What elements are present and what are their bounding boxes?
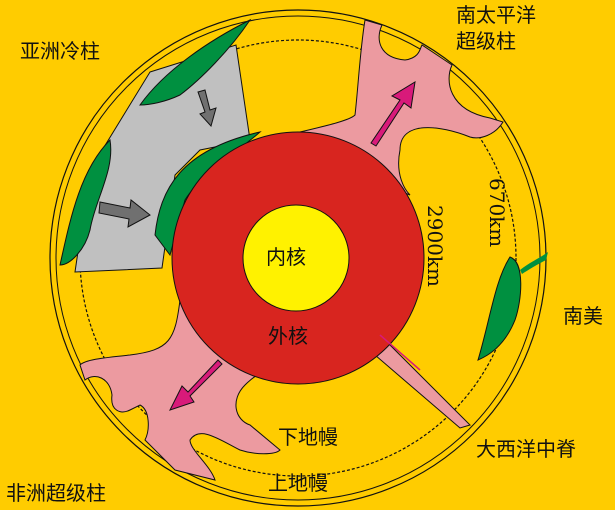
mid-atlantic-plume xyxy=(374,334,471,429)
ridge-arrow-icon xyxy=(379,334,421,371)
downwelling-arrow-icon xyxy=(169,359,223,411)
label-outer-core: 外核 xyxy=(268,324,308,348)
slab xyxy=(59,138,112,266)
label-upper-mantle: 上地幔 xyxy=(268,471,328,495)
label-2900km: 2900km xyxy=(423,205,447,287)
label-south-america: 南美 xyxy=(563,304,603,328)
label-670km: 670km xyxy=(485,178,509,248)
label-mid-atlantic-ridge: 大西洋中脊 xyxy=(476,437,576,461)
label-south-pacific-2: 超级柱 xyxy=(456,29,516,53)
slab xyxy=(520,252,548,274)
label-asia-cold-plume: 亚洲冷柱 xyxy=(20,39,100,63)
label-south-pacific-1: 南太平洋 xyxy=(456,3,536,27)
south-america-slab xyxy=(477,256,522,361)
label-lower-mantle: 下地幔 xyxy=(278,425,338,449)
cold-sinking-arrow-icon xyxy=(98,199,151,228)
670km-boundary xyxy=(79,39,517,477)
label-inner-core: 内核 xyxy=(266,245,306,269)
inner-core xyxy=(242,204,350,312)
slab xyxy=(139,18,252,106)
cold-sinking-arrow-icon xyxy=(197,89,217,128)
label-african-superplume: 非洲超级柱 xyxy=(6,481,106,505)
upwelling-arrow-icon xyxy=(370,81,416,147)
